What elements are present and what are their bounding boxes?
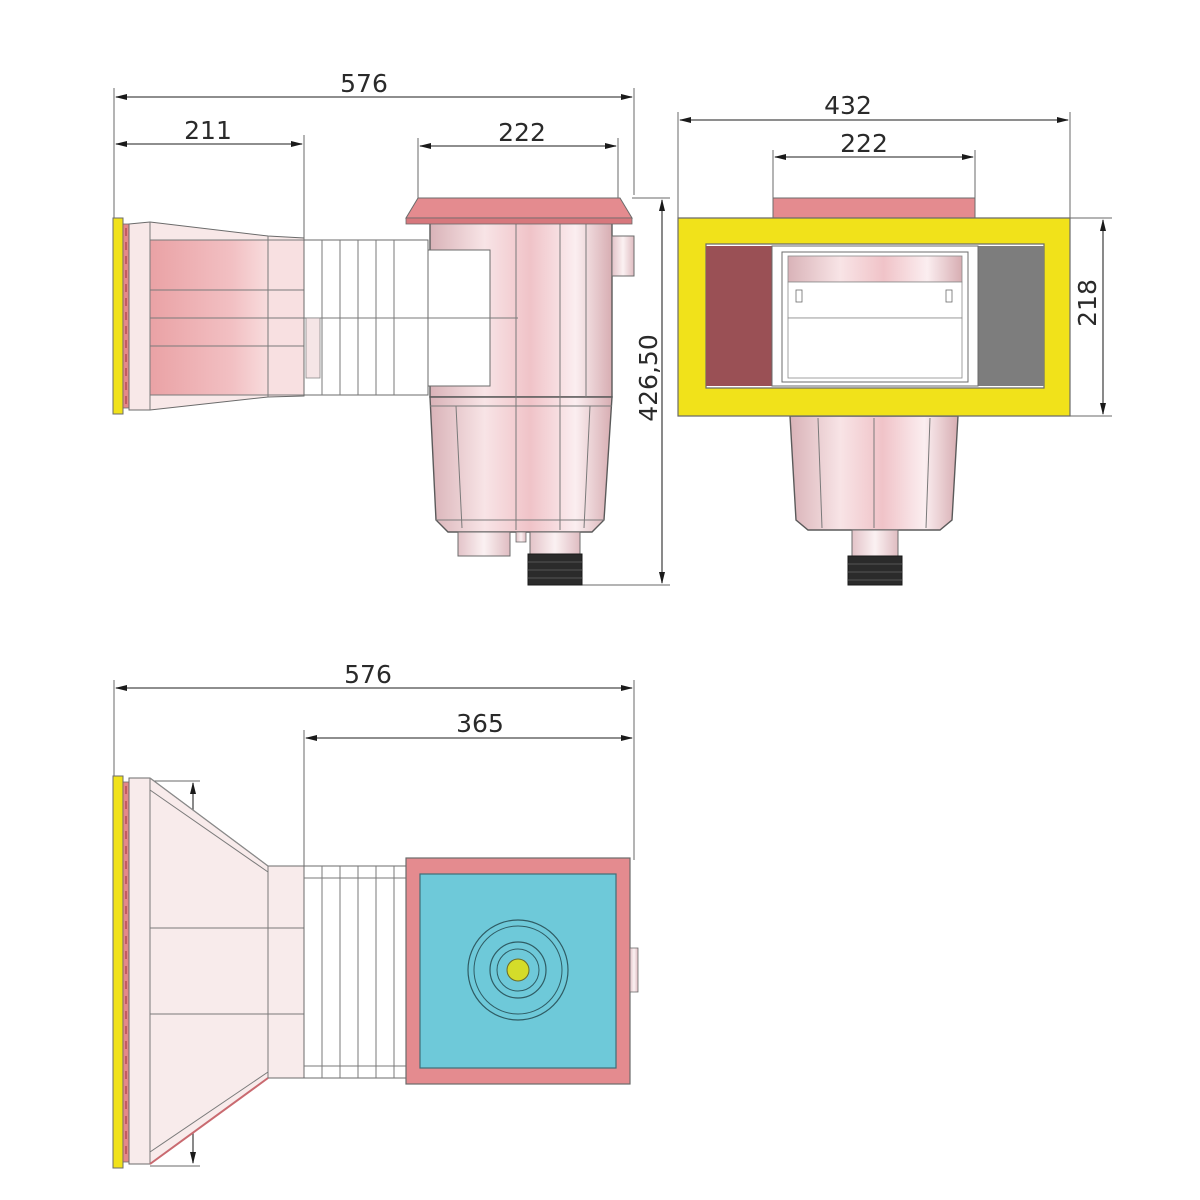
- dimension-front-mouth-height: 218: [1070, 217, 1112, 417]
- top-mouth-funnel: [128, 777, 305, 1165]
- side-mouth-funnel: [128, 221, 305, 411]
- top-view: 576 365 432: [112, 660, 639, 1169]
- dimension-top-body-length: 365: [303, 709, 633, 866]
- top-faceplate: [112, 775, 130, 1169]
- dimension-front-basket-width: 222: [772, 129, 976, 200]
- side-faceplate: [112, 217, 130, 415]
- dimension-side-basket-width: 222: [417, 118, 619, 205]
- top-skimmer-lid: [405, 857, 639, 1085]
- dim-label-426-50: 426,50: [634, 334, 663, 421]
- dim-label-576-top: 576: [344, 660, 392, 689]
- front-view: 432 222 218: [677, 91, 1112, 586]
- front-skimmer-body: [789, 415, 959, 586]
- dimension-side-mouth-depth: 211: [115, 116, 305, 245]
- front-faceplate: [677, 217, 1071, 417]
- top-ribbed-neck: [303, 865, 409, 1079]
- side-bottom-pipes: [457, 531, 583, 586]
- dim-label-576: 576: [340, 69, 388, 98]
- side-skimmer-body: [405, 197, 635, 533]
- dim-label-218: 218: [1073, 279, 1102, 327]
- side-view: 576 211 222 426,50: [112, 69, 670, 586]
- dim-label-365: 365: [456, 709, 504, 738]
- dimension-side-overall-length: 576: [113, 69, 635, 222]
- dim-label-211: 211: [184, 116, 232, 145]
- dimension-top-overall-length: 576: [113, 660, 635, 860]
- dim-label-432-front: 432: [824, 91, 872, 120]
- dim-label-222-front: 222: [840, 129, 888, 158]
- front-top-flange: [772, 197, 976, 219]
- dim-label-222-side: 222: [498, 118, 546, 147]
- dimension-front-overall-width: 432: [677, 91, 1071, 218]
- side-ribbed-neck: [303, 239, 429, 396]
- dimension-side-height: 426,50: [580, 197, 670, 586]
